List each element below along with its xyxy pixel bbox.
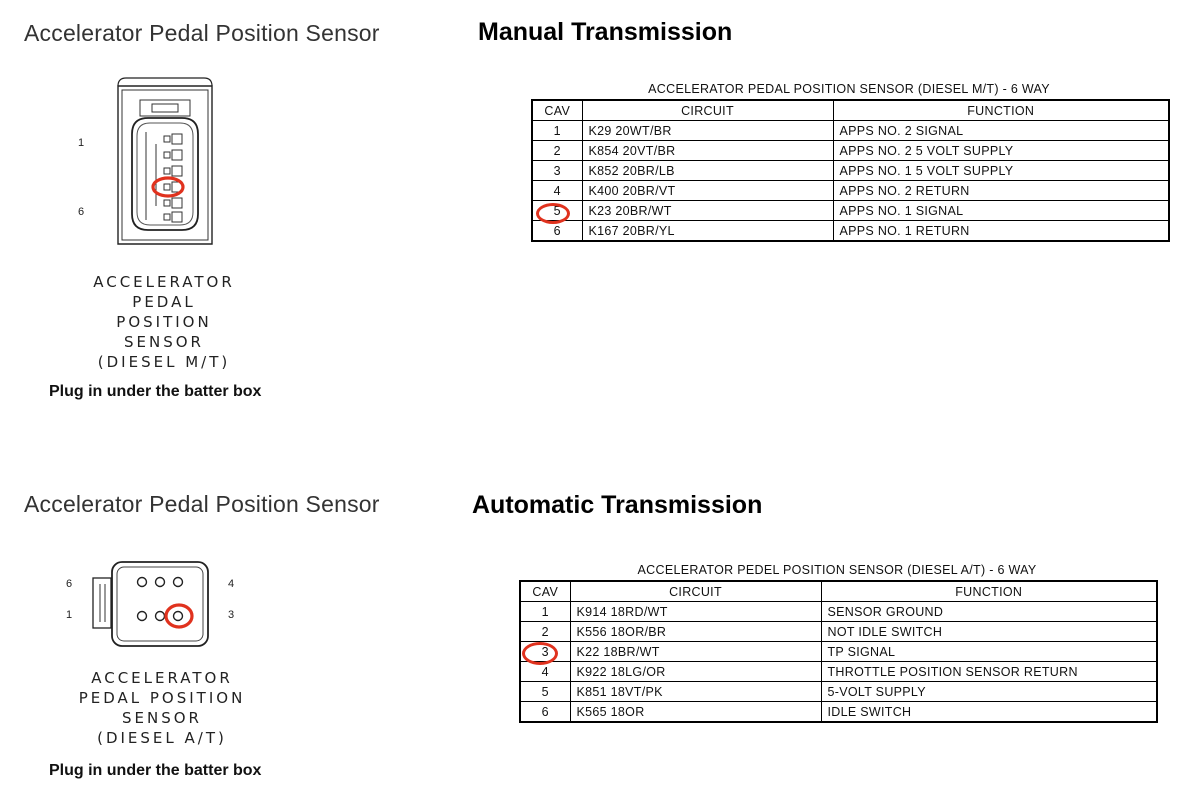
function-cell: APPS NO. 2 SIGNAL <box>832 120 1170 141</box>
function-cell: THROTTLE POSITION SENSOR RETURN <box>820 661 1158 682</box>
circuit-cell: K29 20WT/BR <box>581 120 834 141</box>
table-row: 4 K922 18LG/OR THROTTLE POSITION SENSOR … <box>519 661 1158 682</box>
caption-line: ACCELERATOR <box>93 273 235 291</box>
function-cell: APPS NO. 1 5 VOLT SUPPLY <box>832 160 1170 181</box>
table-row: 5 K23 20BR/WT APPS NO. 1 SIGNAL <box>531 200 1170 221</box>
cav-cell: 2 <box>531 140 583 161</box>
table-row: 3 K22 18BR/WT TP SIGNAL <box>519 641 1158 662</box>
caption-line: ACCELERATOR <box>91 669 233 687</box>
function-cell: APPS NO. 2 5 VOLT SUPPLY <box>832 140 1170 161</box>
function-cell: SENSOR GROUND <box>820 601 1158 622</box>
automatic-pin-label-1: 1 <box>66 609 73 621</box>
manual-pin-label-1: 1 <box>78 137 85 149</box>
cav-cell: 1 <box>531 120 583 141</box>
manual-section-title: Accelerator Pedal Position Sensor <box>24 20 380 46</box>
circuit-cell: K854 20VT/BR <box>581 140 834 161</box>
function-cell: APPS NO. 1 RETURN <box>832 220 1170 242</box>
automatic-connector-caption: ACCELERATOR PEDAL POSITION SENSOR (DIESE… <box>52 668 272 748</box>
function-cell: NOT IDLE SWITCH <box>820 621 1158 642</box>
automatic-pinout-table: CAV CIRCUIT FUNCTION 1 K914 18RD/WT SENS… <box>519 580 1158 723</box>
circuit-cell: K914 18RD/WT <box>569 601 822 622</box>
table-row: 1 K29 20WT/BR APPS NO. 2 SIGNAL <box>531 120 1170 141</box>
manual-connector-caption: ACCELERATOR PEDAL POSITION SENSOR (DIESE… <box>64 272 264 372</box>
automatic-connector-diagram <box>92 561 209 647</box>
circuit-cell: K23 20BR/WT <box>581 200 834 221</box>
caption-line: POSITION <box>116 313 212 331</box>
circuit-cell: K922 18LG/OR <box>569 661 822 682</box>
header-cav: CAV <box>519 580 571 602</box>
manual-table-title: ACCELERATOR PEDAL POSITION SENSOR (DIESE… <box>648 82 1050 96</box>
caption-line: (DIESEL A/T) <box>97 729 227 747</box>
automatic-pin-label-4: 4 <box>228 578 235 590</box>
circuit-cell: K22 18BR/WT <box>569 641 822 662</box>
automatic-highlight-cav-3 <box>522 642 558 665</box>
header-function: FUNCTION <box>832 99 1170 121</box>
caption-line: PEDAL <box>132 293 196 311</box>
header-circuit: CIRCUIT <box>581 99 834 121</box>
automatic-transmission-heading: Automatic Transmission <box>472 491 763 519</box>
manual-connector-diagram <box>117 77 213 245</box>
table-header-row: CAV CIRCUIT FUNCTION <box>531 99 1170 121</box>
function-cell: 5-VOLT SUPPLY <box>820 681 1158 702</box>
function-cell: TP SIGNAL <box>820 641 1158 662</box>
circuit-cell: K556 18OR/BR <box>569 621 822 642</box>
manual-location-note: Plug in under the batter box <box>49 383 262 400</box>
cav-cell: 6 <box>519 701 571 723</box>
automatic-pin-label-3: 3 <box>228 609 235 621</box>
table-header-row: CAV CIRCUIT FUNCTION <box>519 580 1158 602</box>
caption-line: (DIESEL M/T) <box>97 353 231 371</box>
automatic-pin-label-6: 6 <box>66 578 73 590</box>
table-row: 5 K851 18VT/PK 5-VOLT SUPPLY <box>519 681 1158 702</box>
cav-cell: 5 <box>519 681 571 702</box>
circuit-cell: K851 18VT/PK <box>569 681 822 702</box>
manual-transmission-heading: Manual Transmission <box>478 18 733 46</box>
cav-cell: 4 <box>531 180 583 201</box>
manual-pin-label-6: 6 <box>78 206 85 218</box>
manual-pinout-table: CAV CIRCUIT FUNCTION 1 K29 20WT/BR APPS … <box>531 99 1170 242</box>
automatic-section-title: Accelerator Pedal Position Sensor <box>24 491 380 517</box>
caption-line: PEDAL POSITION <box>78 689 246 707</box>
header-circuit: CIRCUIT <box>569 580 822 602</box>
table-row: 4 K400 20BR/VT APPS NO. 2 RETURN <box>531 180 1170 201</box>
table-row: 2 K854 20VT/BR APPS NO. 2 5 VOLT SUPPLY <box>531 140 1170 161</box>
automatic-highlight-cavity-3 <box>164 603 194 629</box>
table-row: 6 K565 18OR IDLE SWITCH <box>519 701 1158 723</box>
caption-line: SENSOR <box>122 709 202 727</box>
cav-cell: 1 <box>519 601 571 622</box>
manual-highlight-cavity-5 <box>151 176 185 198</box>
circuit-cell: K565 18OR <box>569 701 822 723</box>
function-cell: APPS NO. 2 RETURN <box>832 180 1170 201</box>
function-cell: IDLE SWITCH <box>820 701 1158 723</box>
header-function: FUNCTION <box>820 580 1158 602</box>
table-row: 6 K167 20BR/YL APPS NO. 1 RETURN <box>531 220 1170 242</box>
cav-cell: 3 <box>531 160 583 181</box>
header-cav: CAV <box>531 99 583 121</box>
function-cell: APPS NO. 1 SIGNAL <box>832 200 1170 221</box>
automatic-table-title: ACCELERATOR PEDEL POSITION SENSOR (DIESE… <box>637 563 1037 577</box>
circuit-cell: K167 20BR/YL <box>581 220 834 242</box>
circuit-cell: K400 20BR/VT <box>581 180 834 201</box>
table-row: 1 K914 18RD/WT SENSOR GROUND <box>519 601 1158 622</box>
circuit-cell: K852 20BR/LB <box>581 160 834 181</box>
cav-cell: 2 <box>519 621 571 642</box>
automatic-location-note: Plug in under the batter box <box>49 762 262 779</box>
table-row: 2 K556 18OR/BR NOT IDLE SWITCH <box>519 621 1158 642</box>
table-row: 3 K852 20BR/LB APPS NO. 1 5 VOLT SUPPLY <box>531 160 1170 181</box>
caption-line: SENSOR <box>124 333 204 351</box>
manual-highlight-cav-5 <box>536 203 570 224</box>
